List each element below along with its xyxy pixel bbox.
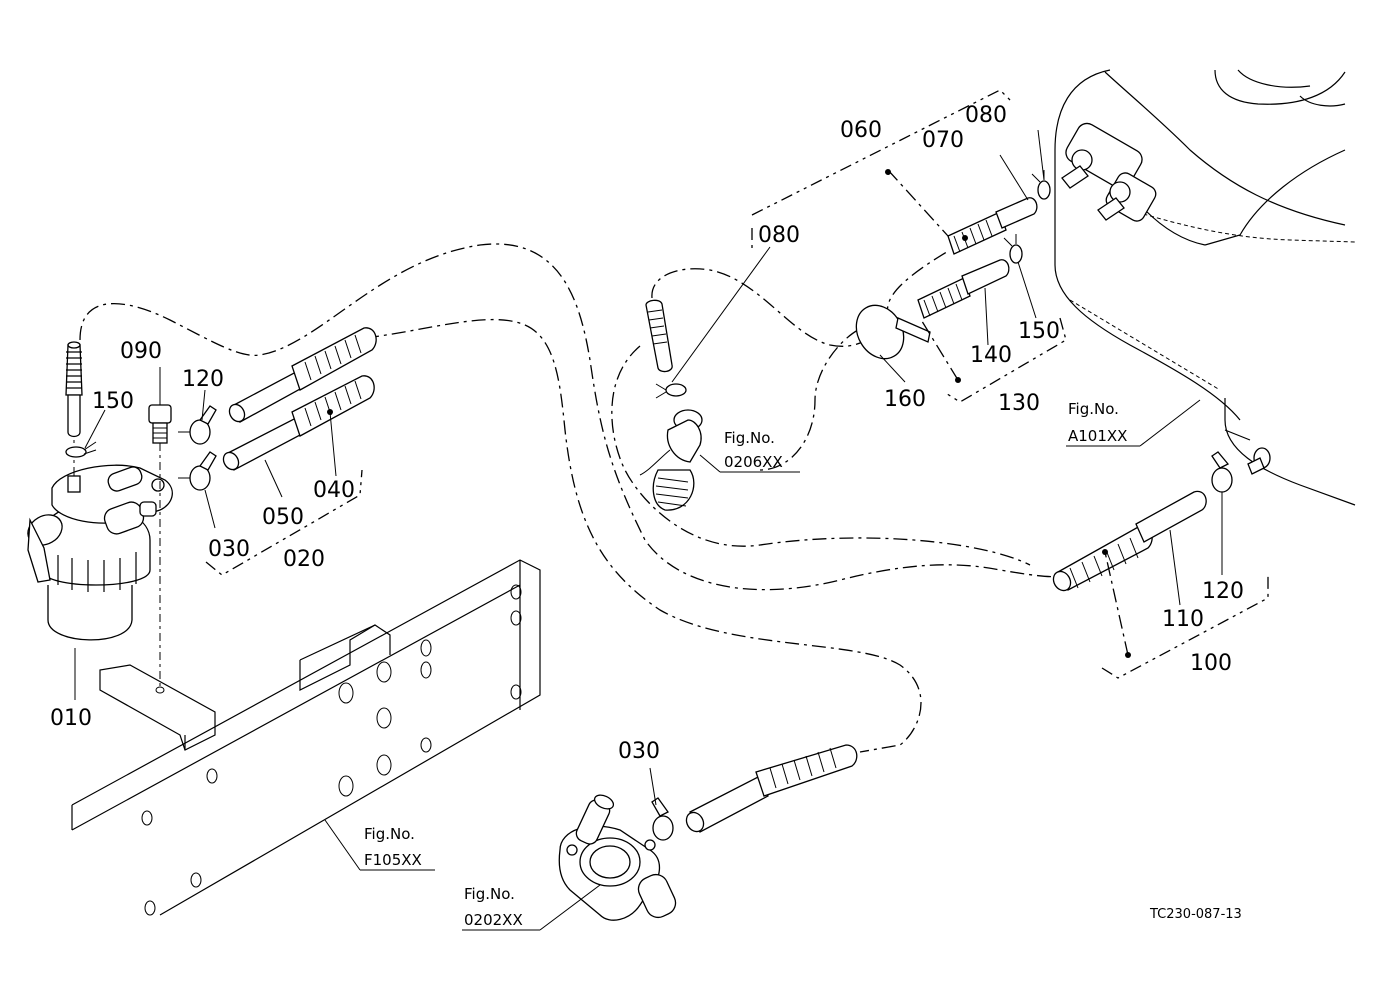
label-030-pump: 030 [618, 739, 660, 764]
figref-a101xx-prefix: Fig.No. [1068, 400, 1119, 418]
leader-line-060-dot [887, 169, 949, 237]
label-100: 100 [1190, 651, 1232, 676]
label-150-right: 150 [1018, 319, 1060, 344]
label-050: 050 [262, 505, 304, 530]
label-150-left: 150 [92, 389, 134, 414]
frame-f105xx [71, 559, 541, 916]
bolt-090 [148, 404, 172, 690]
filter-inlet-hose [65, 341, 83, 476]
fuel-filter-assembly [27, 464, 173, 641]
fitting-0206xx [639, 299, 703, 511]
hose-assembly-060 [947, 197, 1038, 255]
cable-tie-160 [855, 304, 931, 360]
label-130: 130 [998, 391, 1040, 416]
hose-clamp-120-right [1211, 451, 1233, 493]
hose-assembly-020 [222, 327, 377, 471]
drawing-code: TC230-087-13 [1149, 907, 1242, 922]
label-140: 140 [970, 343, 1012, 368]
hose-assembly-140 [917, 259, 1010, 319]
label-090: 090 [120, 339, 162, 364]
figure-reference-labels: Fig.No. 0206XX Fig.No. A101XX Fig.No. F1… [364, 400, 1127, 929]
clip-080-right [1031, 170, 1051, 200]
label-010: 010 [50, 706, 92, 731]
label-120-left: 120 [182, 367, 224, 392]
pump-hose [685, 744, 858, 833]
hose-clamp-030-pump [651, 797, 674, 841]
figref-f105xx-prefix: Fig.No. [364, 825, 415, 843]
hose-clamp-120-left [178, 405, 217, 445]
label-030-left: 030 [208, 537, 250, 562]
label-110: 110 [1162, 607, 1204, 632]
group-bracket-130 [751, 89, 1067, 403]
hose-routing-lines [79, 243, 1063, 753]
figref-0202xx-prefix: Fig.No. [464, 885, 515, 903]
group-bracket-100 [1101, 575, 1269, 679]
label-080-left: 080 [758, 223, 800, 248]
label-leader-lines [74, 129, 1223, 931]
label-080-right: 080 [965, 103, 1007, 128]
label-160: 160 [884, 387, 926, 412]
figref-a101xx-code: A101XX [1068, 427, 1127, 445]
hose-clamp-030-left [178, 451, 217, 491]
label-070: 070 [922, 128, 964, 153]
label-060: 060 [840, 118, 882, 143]
leader-line-100-dot [1104, 551, 1129, 656]
label-120-right: 120 [1202, 579, 1244, 604]
label-020: 020 [283, 547, 325, 572]
part-number-labels: 010 090 150 120 030 050 020 040 030 080 … [50, 103, 1244, 764]
hose-clip-150-left [65, 441, 97, 458]
label-040: 040 [313, 478, 355, 503]
fuel-tank [1054, 69, 1356, 506]
leader-line-130-dot [919, 317, 959, 381]
figref-0206xx-prefix: Fig.No. [724, 429, 775, 447]
fitting-a101xx [1247, 447, 1271, 475]
clip-150-right [1003, 234, 1023, 264]
figref-f105xx-code: F105XX [364, 851, 422, 869]
figref-0202xx-code: 0202XX [464, 911, 523, 929]
hose-assembly-100 [1052, 490, 1207, 592]
group-bracket-020 [205, 469, 363, 576]
figref-0206xx-code: 0206XX [724, 453, 783, 471]
